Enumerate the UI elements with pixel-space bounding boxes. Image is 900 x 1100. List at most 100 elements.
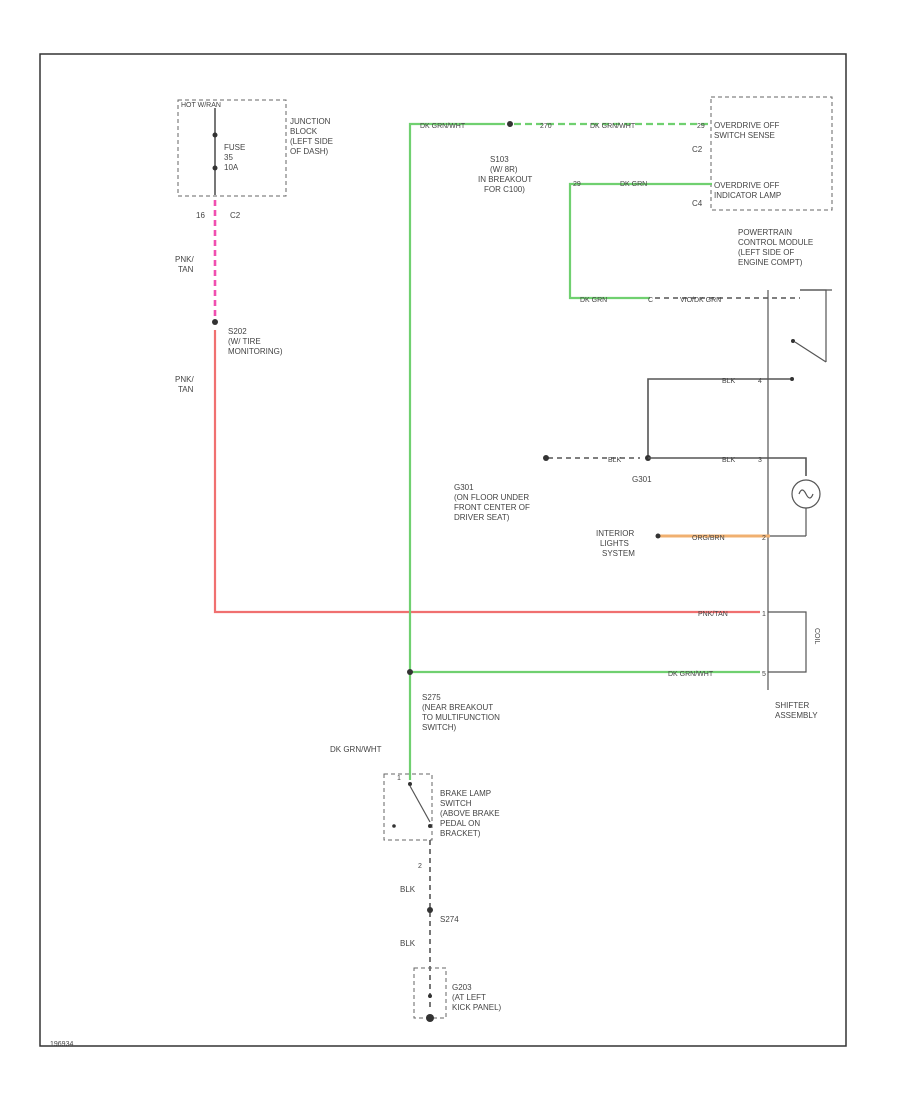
shifter-label-1: SHIFTER <box>775 701 809 710</box>
splice-s274 <box>427 907 433 913</box>
ground-g203-icon <box>426 1014 434 1022</box>
blk-label-2: BLK <box>608 457 622 464</box>
blk-label-1: BLK <box>722 378 736 385</box>
od-ind-label-1: OVERDRIVE OFF <box>714 181 779 190</box>
brake-switch-contact <box>409 785 431 823</box>
coil-label: COIL <box>813 628 820 644</box>
interior-label-3: SYSTEM <box>602 549 635 558</box>
pcm-label-3: (LEFT SIDE OF <box>738 248 794 257</box>
od-ind-label-2: INDICATOR LAMP <box>714 191 781 200</box>
pcm-label-4: ENGINE COMPT) <box>738 258 803 267</box>
pin-270: 270 <box>540 123 552 130</box>
dk-grn-wht-trunk <box>408 122 505 780</box>
pin-4: 4 <box>758 378 762 385</box>
blk-label-3: BLK <box>722 457 736 464</box>
splice-s202 <box>212 319 218 325</box>
interior-terminal <box>655 533 661 539</box>
pin-2: 2 <box>762 535 766 542</box>
fuse-terminal-top <box>212 132 218 138</box>
s275-label-4: SWITCH) <box>422 723 457 732</box>
pin-1: 1 <box>762 611 766 618</box>
pin-c: C <box>648 297 653 304</box>
splice-s103 <box>507 121 513 127</box>
splice-s275 <box>407 669 413 675</box>
bulb-filament <box>798 489 814 499</box>
s275-label-3: TO MULTIFUNCTION <box>422 713 500 722</box>
shifter-label-2: ASSEMBLY <box>775 711 818 720</box>
s202-label-1: S202 <box>228 327 247 336</box>
brake-label-5: BRACKET) <box>440 829 481 838</box>
fuse-label-2: 35 <box>224 153 233 162</box>
brake-switch-box <box>383 773 433 841</box>
od-switch-lead <box>800 289 827 362</box>
pin-bl-2: 2 <box>418 863 422 870</box>
s275-label-2: (NEAR BREAKOUT <box>422 703 493 712</box>
pin-16: 16 <box>196 211 205 220</box>
blk-label-4: BLK <box>400 885 416 894</box>
junction-label-2: BLOCK <box>290 127 318 136</box>
g301-label-1: G301 <box>454 483 474 492</box>
vio-label: VIO/DK GRN <box>680 297 721 304</box>
ground-g301 <box>543 455 549 461</box>
s103-label-2: (W/ 8R) <box>490 165 518 174</box>
connector-c4: C4 <box>692 199 703 208</box>
dk-grn-label-2: DK GRN <box>580 297 607 304</box>
s274-label: S274 <box>440 915 459 924</box>
brake-switch-stop <box>392 824 396 828</box>
pin-4-terminal <box>790 377 794 381</box>
pink-tan-wire <box>213 330 760 614</box>
tan-label-1: TAN <box>178 265 194 274</box>
pin-29b: 29 <box>573 181 581 188</box>
dk-grn-label: DK GRN <box>620 181 647 188</box>
dg-wht-top-label: DK GRN/WHT <box>420 123 466 130</box>
s103-label-4: FOR C100) <box>484 185 525 194</box>
fuse-label-1: FUSE <box>224 143 245 152</box>
pin-5: 5 <box>762 671 766 678</box>
tan-label-2: TAN <box>178 385 194 394</box>
od-switch-pivot <box>791 339 795 343</box>
g301-label-4: DRIVER SEAT) <box>454 513 510 522</box>
pcm-box <box>710 96 833 211</box>
connector-c2-pcm: C2 <box>692 145 703 154</box>
pnk-label-1: PNK/ <box>175 255 194 264</box>
s275-label-1: S275 <box>422 693 441 702</box>
org-brn-label: ORG/BRN <box>692 535 725 542</box>
pin-bl-1: 1 <box>397 775 401 782</box>
s202-label-2: (W/ TIRE <box>228 337 261 346</box>
fuse-terminal-bottom <box>212 165 218 171</box>
s103-label-1: S103 <box>490 155 509 164</box>
g203-terminal <box>428 994 432 998</box>
interior-label-1: INTERIOR <box>596 529 634 538</box>
od-switch-contact <box>794 341 827 363</box>
interior-label-2: LIGHTS <box>600 539 629 548</box>
pcm-label-1: POWERTRAIN <box>738 228 792 237</box>
brake-label-4: PEDAL ON <box>440 819 480 828</box>
junction-label-4: OF DASH) <box>290 147 329 156</box>
pnk-label-2: PNK/ <box>175 375 194 384</box>
dg-wht-pcm-label: DK GRN/WHT <box>590 123 636 130</box>
s103-label-3: IN BREAKOUT <box>478 175 532 184</box>
pin-29: 29 <box>697 123 705 130</box>
brake-label-2: SWITCH <box>440 799 472 808</box>
s202-label-3: MONITORING) <box>228 347 283 356</box>
blk-label-5: BLK <box>400 939 416 948</box>
hot-label: HOT W/RAN <box>181 102 221 109</box>
fuse-label-3: 10A <box>224 163 239 172</box>
g203-label-1: G203 <box>452 983 472 992</box>
blk-wire-lower <box>648 457 807 476</box>
g301-label-2: (ON FLOOR UNDER <box>454 493 529 502</box>
brake-switch-terminal-top <box>408 782 412 786</box>
junction-label-3: (LEFT SIDE <box>290 137 333 146</box>
brake-label-1: BRAKE LAMP <box>440 789 491 798</box>
shift-lock-coil-icon <box>768 611 807 673</box>
g203-label-2: (AT LEFT <box>452 993 486 1002</box>
junction-label-1: JUNCTION <box>290 117 331 126</box>
diagram-frame <box>39 53 847 1047</box>
g203-label-3: KICK PANEL) <box>452 1003 502 1012</box>
brake-switch-terminal-bottom <box>428 824 432 828</box>
connector-c2-top: C2 <box>230 211 241 220</box>
pcm-label-2: CONTROL MODULE <box>738 238 813 247</box>
dg-wht-brake-label: DK GRN/WHT <box>330 745 382 754</box>
brake-label-3: (ABOVE BRAKE <box>440 809 500 818</box>
